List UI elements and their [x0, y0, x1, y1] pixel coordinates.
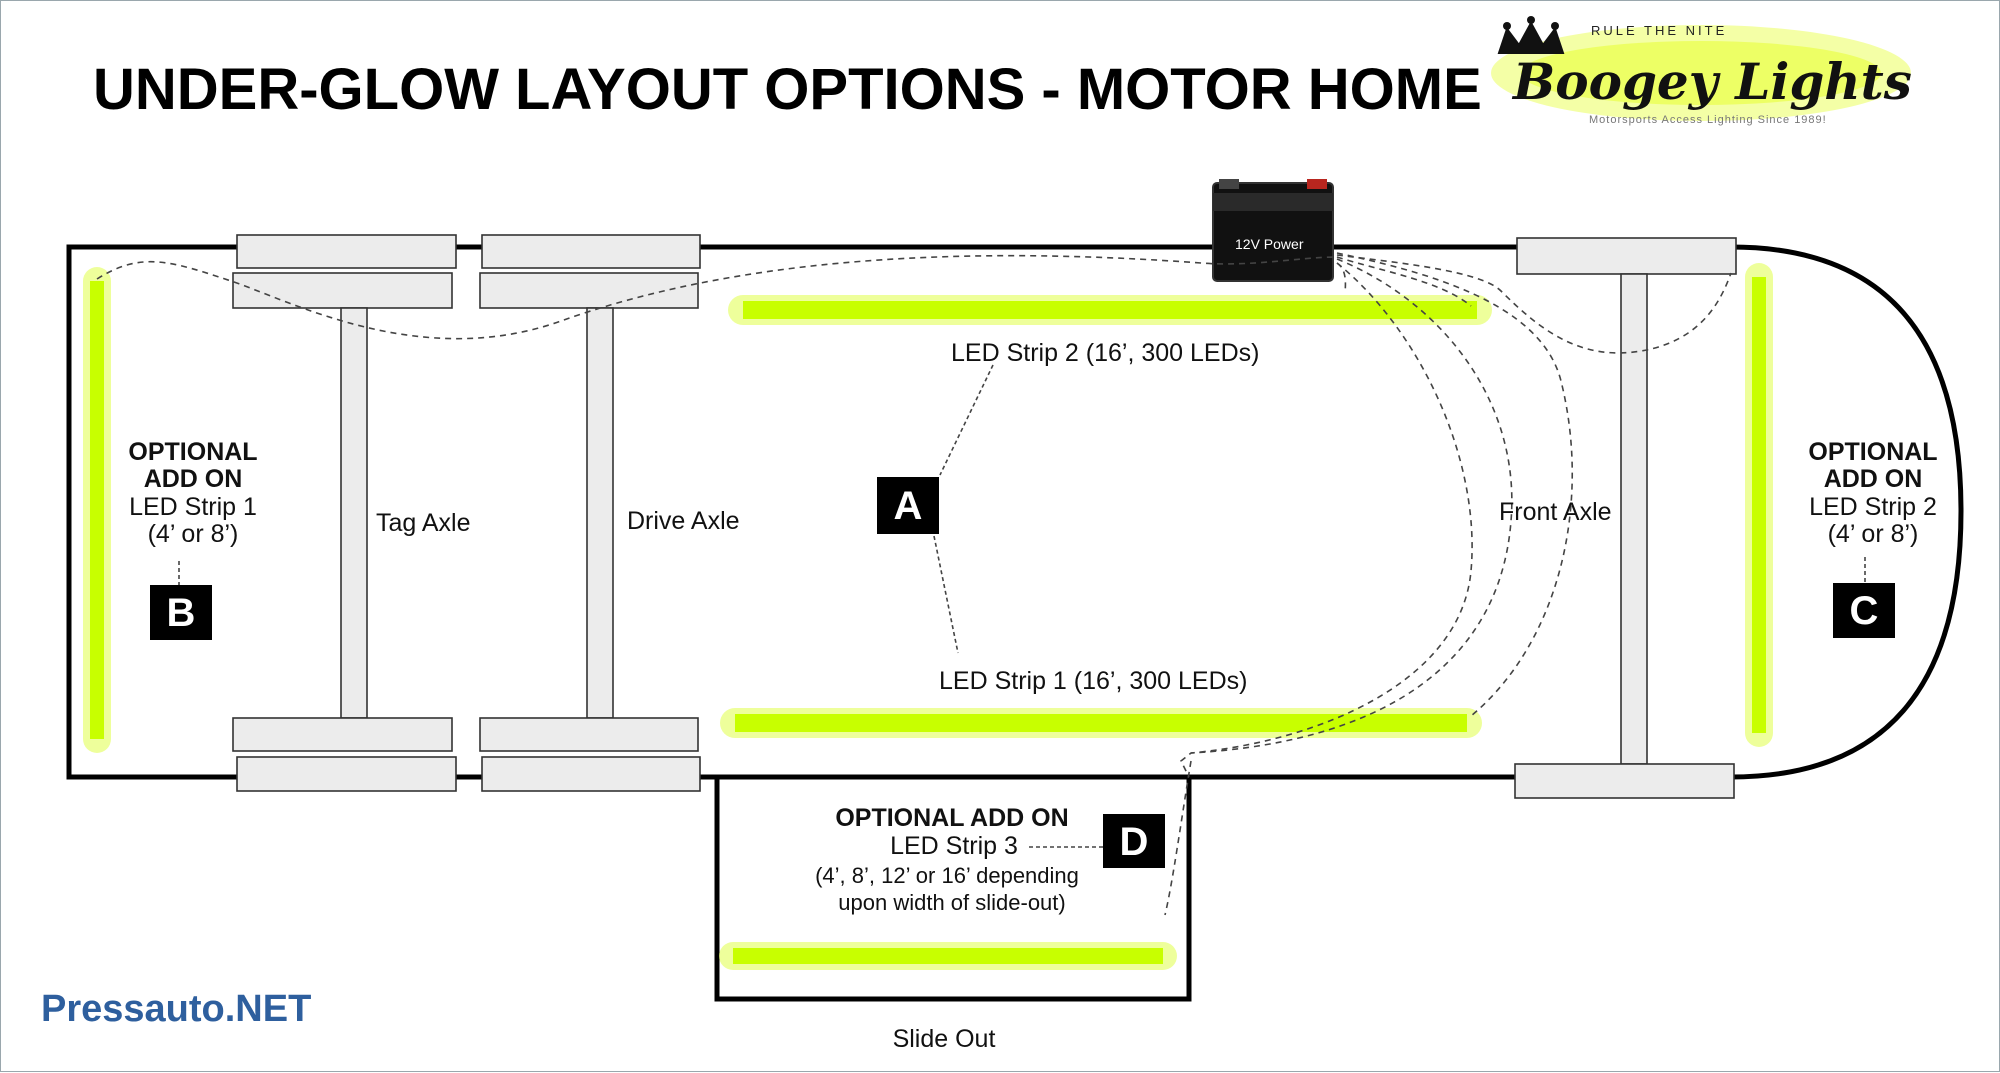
strip1-main-label: LED Strip 1 (16’, 300 LEDs)	[939, 667, 1247, 695]
badge-b: B	[150, 585, 212, 640]
tag-axle-label: Tag Axle	[376, 509, 471, 537]
front-axle	[1514, 237, 1737, 799]
page-title: UNDER-GLOW LAYOUT OPTIONS - MOTOR HOME	[93, 57, 1482, 122]
slide-out-label: Slide Out	[893, 1025, 996, 1053]
optional-slide-line3: (4’, 8’, 12’ or 16’ depending	[815, 863, 1079, 888]
watermark: Pressauto.NET	[41, 988, 311, 1030]
optional-left-label: OPTIONAL ADD ON LED Strip 1 (4’ or 8’)	[128, 438, 257, 548]
optional-left-line4: (4’ or 8’)	[148, 520, 239, 548]
badge-a-text: A	[894, 484, 923, 528]
optional-right-line2: ADD ON	[1824, 465, 1923, 493]
strip2-main-label: LED Strip 2 (16’, 300 LEDs)	[951, 339, 1259, 367]
brand-logo: RULE THE NITE Boogey Lights Motorsports …	[1491, 16, 1912, 126]
badge-d-text: D	[1120, 820, 1149, 864]
optional-left-line3: LED Strip 1	[129, 493, 257, 521]
optional-slide-line4: upon width of slide-out)	[838, 890, 1065, 915]
badge-a: A	[877, 477, 939, 534]
optional-right-label: OPTIONAL ADD ON LED Strip 2 (4’ or 8’)	[1808, 438, 1937, 548]
battery-label: 12V Power	[1235, 236, 1304, 252]
badge-c: C	[1833, 583, 1895, 638]
optional-slide-line1: OPTIONAL ADD ON	[835, 804, 1068, 832]
crown-icon	[1497, 16, 1565, 54]
battery-12v: 12V Power	[1212, 179, 1334, 282]
brand-tagline: RULE THE NITE	[1591, 23, 1727, 38]
optional-right-line4: (4’ or 8’)	[1828, 520, 1919, 548]
brand-subtitle: Motorsports Access Lighting Since 1989!	[1589, 114, 1827, 126]
optional-slide-line2: LED Strip 3	[890, 832, 1018, 860]
wiring	[96, 252, 1866, 916]
drive-axle	[479, 234, 701, 792]
front-axle-label: Front Axle	[1499, 498, 1612, 526]
optional-left-line2: ADD ON	[144, 465, 243, 493]
tag-axle	[232, 234, 457, 792]
drive-axle-label: Drive Axle	[627, 507, 740, 535]
optional-left-line1: OPTIONAL	[128, 438, 257, 466]
brand-name: Boogey Lights	[1511, 52, 1912, 111]
badge-c-text: C	[1850, 589, 1879, 633]
badge-b-text: B	[167, 591, 196, 635]
motorhome-outline	[66, 244, 1964, 780]
optional-slide-label: OPTIONAL ADD ON LED Strip 3 (4’, 8’, 12’…	[815, 804, 1079, 915]
optional-right-line1: OPTIONAL	[1808, 438, 1937, 466]
badge-d: D	[1103, 814, 1165, 868]
optional-right-line3: LED Strip 2	[1809, 493, 1937, 521]
